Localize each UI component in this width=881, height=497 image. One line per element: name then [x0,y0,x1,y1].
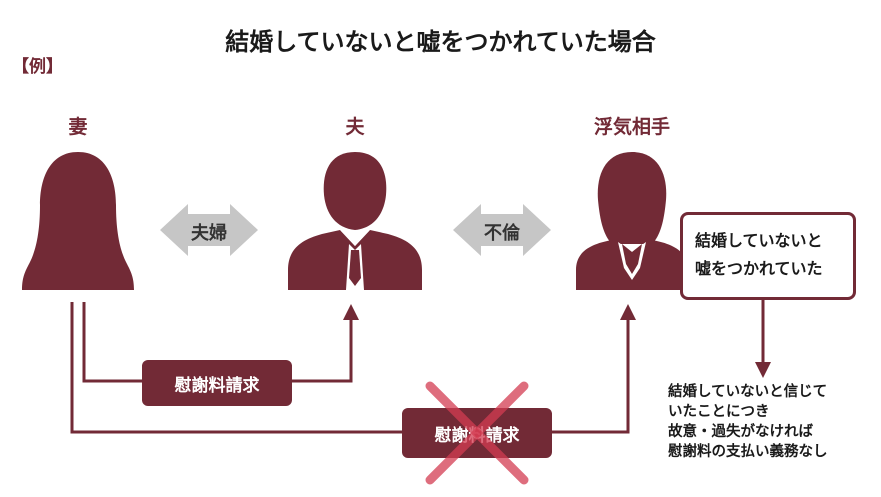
husband-silhouette-icon [288,152,422,290]
husband-label: 夫 [345,116,365,138]
affair-label: 不倫 [484,223,520,244]
invalid-claim-badge: 慰謝料請求 [402,408,552,458]
affair-double-arrow [453,204,551,256]
note-line-2: いたことにつき [668,404,770,420]
callout-down-arrowhead [755,362,771,378]
deception-callout: 結婚していないと 嘘をつかれていた [680,212,856,300]
valid-claim-arrowhead [343,304,359,320]
affair-partner-label: 浮気相手 [593,116,670,138]
married-double-arrow [160,204,258,256]
wife-silhouette-icon [22,152,134,290]
invalid-claim-arrowhead [620,304,636,320]
note-line-1: 結婚していないと信じて [668,384,828,400]
affair-partner-silhouette-icon [576,152,688,290]
example-label: 【例】 [12,57,63,77]
callout-line-1: 結婚していないと [695,231,823,250]
page-title: 結婚していないと嘘をつかれていた場合 [225,28,656,56]
callout-line-2: 嘘をつかれていた [695,259,823,278]
note-line-4: 慰謝料の支払い義務なし [668,444,828,460]
note-line-3: 故意・過失がなければ [668,424,813,440]
wife-label: 妻 [68,116,88,138]
married-label: 夫婦 [191,223,227,244]
liability-note: 結婚していないと信じて いたことにつき 故意・過失がなければ 慰謝料の支払い義務… [668,382,828,462]
invalid-claim-line [70,302,630,434]
valid-claim-badge: 慰謝料請求 [142,360,292,406]
